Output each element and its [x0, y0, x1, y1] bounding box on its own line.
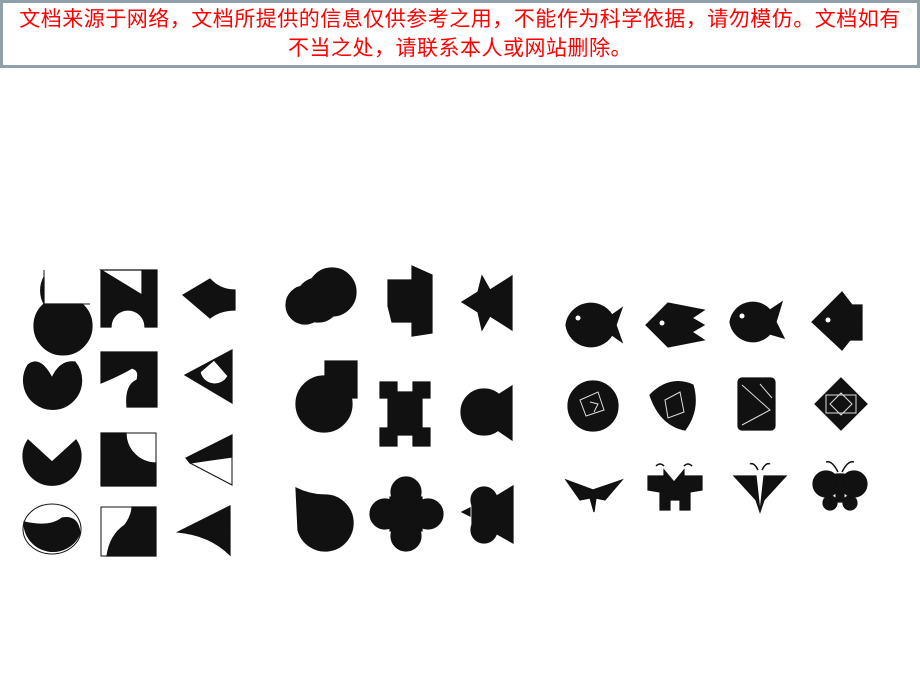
shape-arrow-concave — [181, 278, 236, 319]
pictograms-group — [564, 291, 868, 514]
rose-icon — [567, 380, 619, 432]
fish-icon-1 — [565, 302, 624, 348]
shape-square-s-curve — [106, 506, 157, 557]
shape-circle-quarter-cut — [33, 276, 93, 356]
shape-square-tab — [387, 265, 433, 337]
shape-star-triangle — [460, 274, 513, 332]
butterfly-icon-2 — [647, 468, 703, 511]
fish-icon-2 — [645, 302, 706, 348]
fish-icon-3 — [729, 300, 786, 343]
shape-circle-v-cut — [23, 361, 83, 410]
butterfly-icon-4 — [812, 460, 868, 511]
shape-square-wave-cut — [100, 351, 158, 408]
disclaimer-banner: 文档来源于网络，文档所提供的信息仅供参考之用，不能作为科学依据，请勿模仿。文档如… — [0, 0, 920, 68]
butterfly-icon-1 — [564, 478, 624, 513]
shape-lobed-triangle — [460, 484, 514, 545]
shape-triangle-crescent — [185, 434, 233, 464]
shape-quatrefoil — [369, 476, 444, 552]
shield-flower-icon — [649, 381, 696, 431]
diamond-pattern-icon — [814, 377, 868, 431]
shape-triangle-arc — [183, 349, 233, 405]
fish-icon-4 — [811, 291, 863, 351]
construction-shapes-group — [22, 269, 236, 557]
disclaimer-text: 文档来源于网络，文档所提供的信息仅供参考之用，不能作为科学依据，请勿模仿。文档如… — [19, 7, 901, 60]
shape-teardrop — [295, 487, 354, 552]
shape-triangle-curved — [175, 505, 231, 557]
shape-circle-v-notch — [22, 439, 82, 486]
shape-square-quarter-cut — [100, 432, 157, 487]
butterfly-icon-3 — [732, 475, 788, 514]
shape-square-arc-cut — [98, 269, 158, 328]
composite-silhouettes-group — [285, 265, 514, 552]
shape-notched-cross — [379, 381, 431, 447]
shape-circle-wave-half — [23, 516, 81, 553]
